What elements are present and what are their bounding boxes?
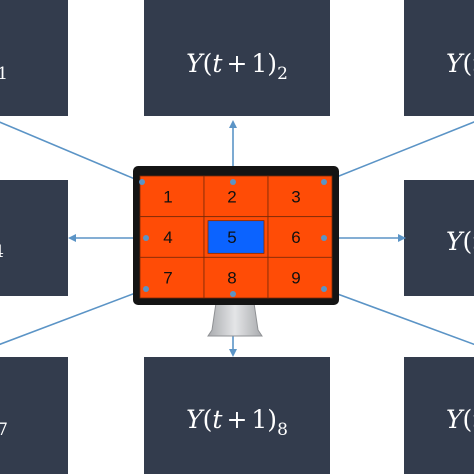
arrow-origin-dot <box>321 235 327 241</box>
arrow-to-7 <box>0 288 147 346</box>
label-part: t <box>212 405 223 434</box>
label-part: ( <box>203 405 213 434</box>
output-box-4: Y(t+1)4 <box>0 180 68 296</box>
output-box-bg <box>404 180 474 296</box>
grid-cell-number: 6 <box>291 228 300 247</box>
label-part: Y <box>446 405 465 434</box>
grid-cell-fill <box>203 175 269 218</box>
output-label: Y(t+1)2 <box>186 49 288 84</box>
grid-cell-8: 8 <box>203 256 269 299</box>
grid-cell-5: 5 <box>203 216 269 258</box>
grid-cell-number: 7 <box>163 269 172 288</box>
output-box-bg <box>0 0 68 116</box>
label-part: Y <box>446 227 465 256</box>
output-box-3: Y(t+1)3 <box>404 0 474 116</box>
arrow-origin-dot <box>230 291 236 297</box>
output-box-bg <box>144 357 330 474</box>
grid-cell-7: 7 <box>139 256 205 299</box>
label-part: t <box>472 405 474 434</box>
label-part: t <box>472 227 474 256</box>
output-box-bg <box>404 0 474 116</box>
label-subscript: 8 <box>277 420 288 440</box>
arrow-origin-dot <box>139 179 145 185</box>
label-part: + <box>226 49 247 78</box>
arrow-line <box>0 121 143 183</box>
grid-cell-9: 9 <box>267 256 333 299</box>
label-part: Y <box>446 49 465 78</box>
grid-cell-number: 5 <box>227 228 236 247</box>
label-part: ) <box>267 49 277 78</box>
output-label: Y(t+1)4 <box>0 227 4 262</box>
label-part: t <box>472 49 474 78</box>
output-box-bg <box>144 0 330 116</box>
arrow-to-9 <box>323 288 474 346</box>
grid-cell-number: 4 <box>163 228 172 247</box>
label-part: t <box>212 49 223 78</box>
arrow-to-3 <box>323 121 474 183</box>
arrow-line <box>0 288 147 346</box>
grid-cell-fill <box>267 256 333 299</box>
label-part: Y <box>186 49 205 78</box>
grid-cell-fill <box>139 216 205 258</box>
output-box-bg <box>404 357 474 474</box>
label-part: ( <box>463 49 473 78</box>
output-label: Y(t+1)1 <box>0 49 8 84</box>
grid-cell-number: 8 <box>227 269 236 288</box>
output-box-6: Y(t+1)6 <box>404 180 474 296</box>
label-subscript: 7 <box>0 420 8 440</box>
arrow-origin-dot <box>143 286 149 292</box>
label-part: Y <box>186 405 205 434</box>
monitor-stand <box>207 302 263 337</box>
grid-cell-fill <box>207 220 265 254</box>
arrow-to-1 <box>0 121 143 183</box>
output-box-8: Y(t+1)8 <box>144 357 330 474</box>
grid-cell-number: 1 <box>163 187 172 206</box>
output-box-1: Y(t+1)1 <box>0 0 68 116</box>
output-box-bg <box>0 180 68 296</box>
label-part: 1 <box>251 405 267 434</box>
arrow-line <box>323 121 474 183</box>
output-box-2: Y(t+1)2 <box>144 0 330 116</box>
arrow-origin-dot <box>143 235 149 241</box>
label-part: ( <box>463 227 473 256</box>
grid-cell-number: 2 <box>227 187 236 206</box>
label-part: + <box>226 405 247 434</box>
arrow-line <box>323 288 474 346</box>
arrow-origin-dot <box>230 179 236 185</box>
output-label: Y(t+1)9 <box>446 405 474 440</box>
output-box-7: Y(t+1)7 <box>0 357 68 474</box>
monitor: 1 2 3 4 5 6 7 8 9 <box>133 166 339 337</box>
grid-cell-number: 3 <box>291 187 300 206</box>
output-label: Y(t+1)7 <box>0 405 8 440</box>
grid-cell-fill <box>139 175 205 218</box>
label-subscript: 1 <box>0 64 8 84</box>
label-subscript: 2 <box>277 64 288 84</box>
arrow-origin-dot <box>321 286 327 292</box>
arrow-origin-dot <box>321 179 327 185</box>
grid-cell-number: 9 <box>291 269 300 288</box>
label-part: 1 <box>251 49 267 78</box>
output-box-9: Y(t+1)9 <box>404 357 474 474</box>
label-part: ( <box>203 49 213 78</box>
label-subscript: 4 <box>0 242 4 262</box>
grid-cell-1: 1 <box>139 175 205 218</box>
output-label: Y(t+1)3 <box>446 49 474 84</box>
output-label: Y(t+1)6 <box>446 227 474 262</box>
output-box-bg <box>0 357 68 474</box>
output-label: Y(t+1)8 <box>186 405 288 440</box>
screen-grid: 1 2 3 4 5 6 7 8 9 <box>139 175 333 299</box>
label-part: ) <box>267 405 277 434</box>
grid-cell-fill <box>203 256 269 299</box>
arrow-origins <box>139 179 327 297</box>
grid-cell-2: 2 <box>203 175 269 218</box>
grid-cell-4: 4 <box>139 216 205 258</box>
label-part: ( <box>463 405 473 434</box>
